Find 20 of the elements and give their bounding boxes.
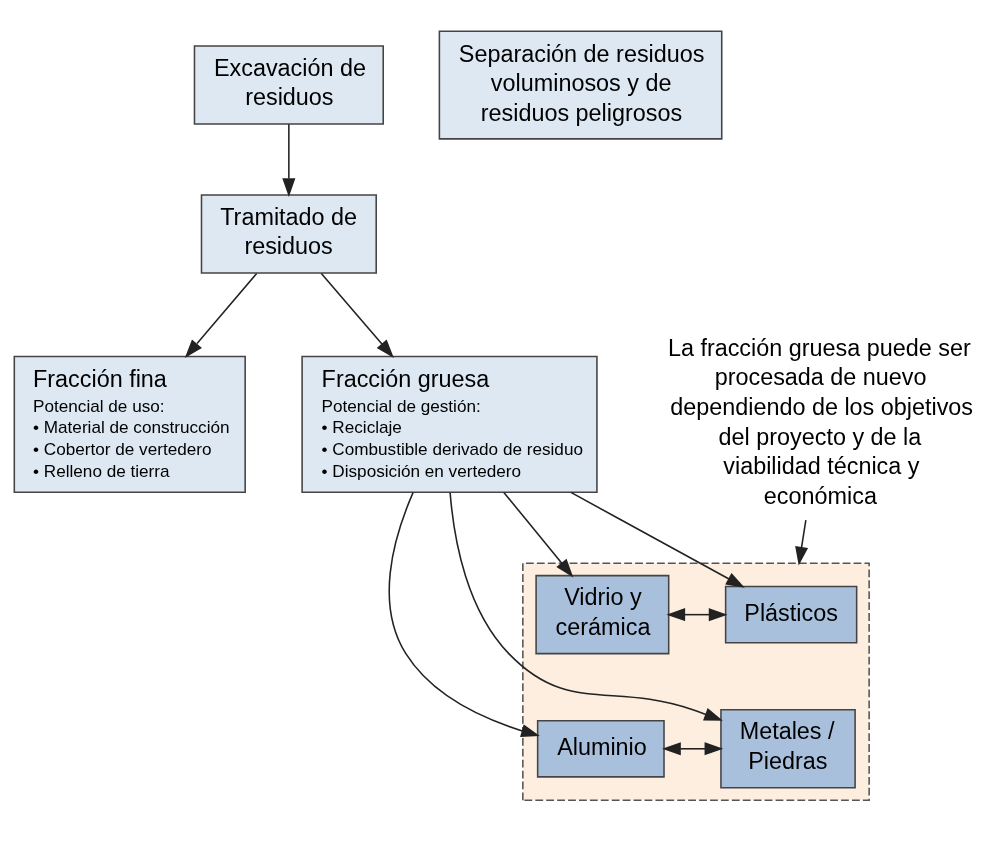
arrow (449, 491, 723, 721)
node-box: Tramitado de residuos (200, 194, 377, 274)
arrow (503, 491, 574, 578)
arrow (388, 491, 540, 738)
node-box: Aluminio (536, 719, 665, 778)
arrow (282, 123, 296, 197)
arrow (320, 272, 394, 358)
arrow (662, 742, 724, 756)
arrow (795, 519, 809, 566)
arrow (570, 491, 745, 588)
node-box: Plásticos (724, 585, 858, 644)
node-box: Excavación de residuos (193, 45, 384, 125)
node-box: Vidrio y cerámica (535, 574, 670, 655)
node-box: Fracción gruesa Potencial de gestión: • Reciclaje • Combustible derivado de residuo • Disposición en vertedero (301, 355, 598, 493)
node-box: Separación de residuos voluminosos y de residuos peligrosos (438, 30, 723, 140)
arrow (184, 272, 258, 358)
node-box: Metales / Piedras (720, 709, 856, 789)
arrow (666, 608, 728, 622)
node-box: Fracción fina Potencial de uso: • Material de construcción • Cobertor de vertedero • Relleno de tierra (13, 355, 246, 493)
node-text: La fracción gruesa puede ser procesada de nuevo dependiendo de los objetivos del proyecto y de la viabilidad técnica y económica (667, 334, 974, 509)
